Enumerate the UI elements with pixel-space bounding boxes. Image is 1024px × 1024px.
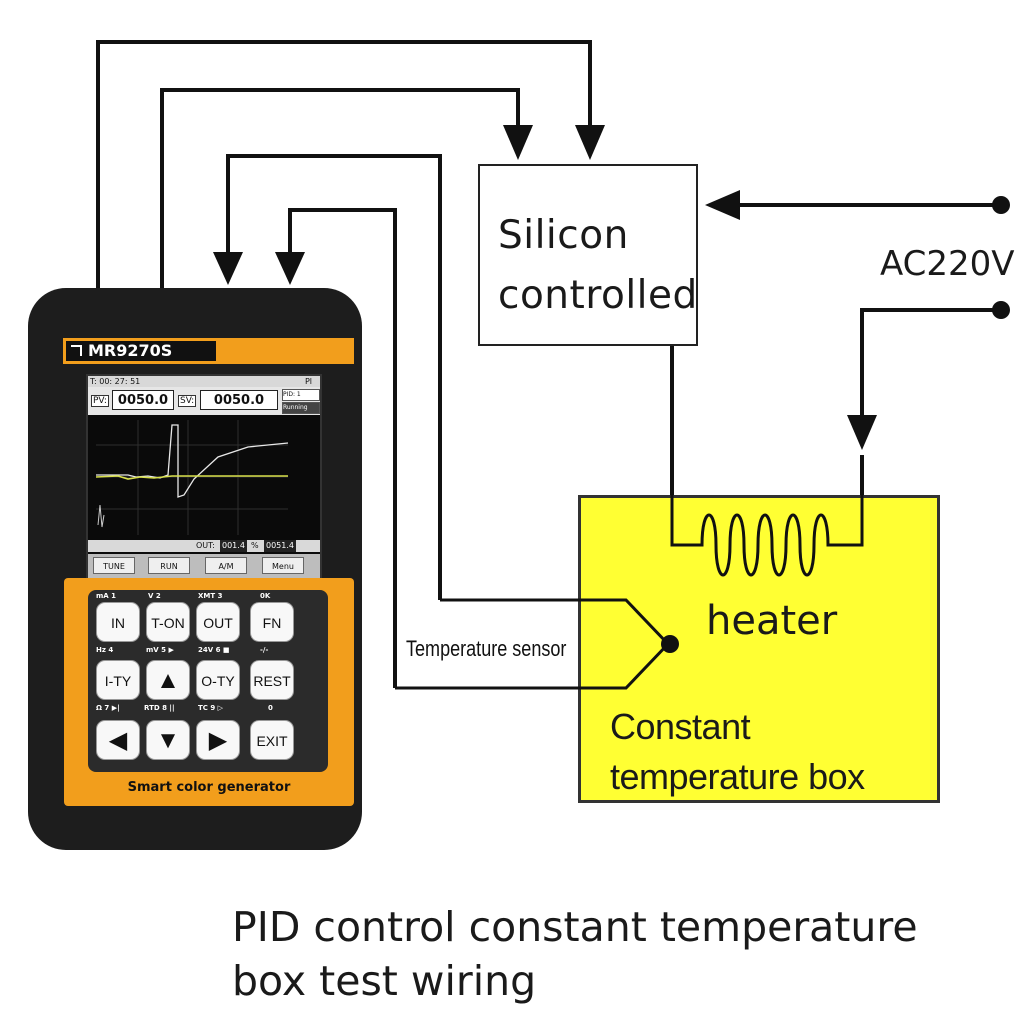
wire-device-to-scr-2	[96, 40, 592, 290]
status-flag: Pl	[304, 377, 312, 386]
terminal-dot	[992, 301, 1010, 319]
heater-label: heater	[706, 598, 838, 644]
softkey-menu[interactable]: Menu	[262, 557, 304, 574]
pv-label: PV:	[91, 395, 109, 407]
in-key[interactable]: IN	[96, 602, 140, 642]
box-label: Constant temperature box	[610, 706, 865, 797]
heater-coil	[670, 495, 864, 577]
key-label: -/-	[260, 646, 269, 654]
up-arrow-icon[interactable]: ▲	[146, 660, 190, 700]
screen-trend-plot	[88, 415, 320, 540]
terminal-dot	[992, 196, 1010, 214]
arrow-head	[575, 125, 605, 160]
running-indicator: Running	[282, 402, 320, 414]
caption-line1: PID control constant temperature	[232, 903, 918, 951]
arrow-head	[213, 252, 243, 285]
sv-value: 0050.0	[200, 390, 278, 410]
sv-label: SV:	[178, 395, 197, 407]
arrow-head	[503, 125, 533, 160]
screen-status-bar: T: 00: 27: 51 Pl	[88, 376, 320, 387]
screen-values-row: PV: 0050.0 SV: 0050.0 PID: 1 Running	[88, 387, 320, 415]
pv-value: 0050.0	[112, 390, 174, 410]
screen-output-row: OUT: 001.4 % 0051.4	[88, 540, 320, 552]
o-ty-key[interactable]: O-TY	[196, 660, 240, 700]
status-time: T: 00: 27: 51	[90, 377, 141, 386]
out-key[interactable]: OUT	[196, 602, 240, 642]
softkey-run[interactable]: RUN	[148, 557, 190, 574]
silicon-line1: Silicon	[498, 213, 629, 258]
caption-line2: box test wiring	[232, 957, 537, 1005]
arrow-head	[847, 415, 877, 450]
key-label: 24V 6 ■	[198, 646, 230, 654]
silicon-controlled-box: Silicon controlled	[478, 164, 698, 346]
key-label: XMT 3	[198, 592, 223, 600]
down-arrow-icon[interactable]: ▼	[146, 720, 190, 760]
left-arrow-icon[interactable]: ◀	[96, 720, 140, 760]
arrow-head	[705, 190, 740, 220]
key-label: Hz 4	[96, 646, 114, 654]
key-label: V 2	[148, 592, 161, 600]
right-arrow-icon[interactable]: ▶	[196, 720, 240, 760]
softkey-bar: TUNE RUN A/M Menu	[88, 554, 320, 578]
sensor-label: Temperature sensor	[406, 636, 567, 661]
rest-key[interactable]: REST	[250, 660, 294, 700]
key-label: RTD 8 ||	[144, 704, 175, 712]
silicon-controlled-label: Silicon controlled	[498, 206, 698, 326]
wire-ac-to-heater	[860, 308, 1000, 420]
device-model: MR9270S	[66, 341, 216, 361]
device-caption: Smart color generator	[127, 780, 291, 795]
out-unit: %	[251, 541, 259, 550]
wire-sensor-to-device-2	[288, 208, 397, 688]
softkey-tune[interactable]: TUNE	[93, 557, 135, 574]
i-ty-key[interactable]: I-TY	[96, 660, 140, 700]
ac-label: AC220V	[880, 244, 1015, 284]
out-label: OUT:	[196, 541, 215, 550]
key-label: 0	[268, 704, 273, 712]
device-screen: T: 00: 27: 51 Pl PV: 0050.0 SV: 0050.0 P…	[86, 374, 322, 580]
figure-caption: PID control constant temperature box tes…	[232, 900, 918, 1008]
out-value2: 0051.4	[264, 540, 296, 552]
wire-device-to-scr-1	[160, 88, 520, 290]
key-label: mA 1	[96, 592, 117, 600]
t-on-key[interactable]: T-ON	[146, 602, 190, 642]
softkey-am[interactable]: A/M	[205, 557, 247, 574]
screen-side-info: PID: 1 Running	[282, 389, 320, 415]
silicon-line2: controlled	[498, 273, 698, 318]
device-topbar: MR9270S	[63, 338, 354, 364]
exit-key[interactable]: EXIT	[250, 720, 294, 760]
device-model-text: MR9270S	[88, 341, 173, 360]
wire-sensor-to-device-1	[226, 154, 442, 600]
logo-mark-icon	[71, 345, 82, 356]
key-label: mV 5 ▶	[146, 646, 174, 654]
key-label: Ω 7 ▶|	[96, 704, 120, 712]
pid-indicator: PID: 1	[282, 389, 320, 401]
key-label: TC 9 ▷	[198, 704, 224, 712]
fn-key[interactable]: FN	[250, 602, 294, 642]
calibrator-device: MR9270S T: 00: 27: 51 Pl PV: 0050.0 SV: …	[28, 288, 362, 850]
key-label: 0K	[260, 592, 271, 600]
sensor-tip	[661, 635, 679, 653]
arrow-head	[275, 252, 305, 285]
out-value: 001.4	[220, 540, 247, 552]
